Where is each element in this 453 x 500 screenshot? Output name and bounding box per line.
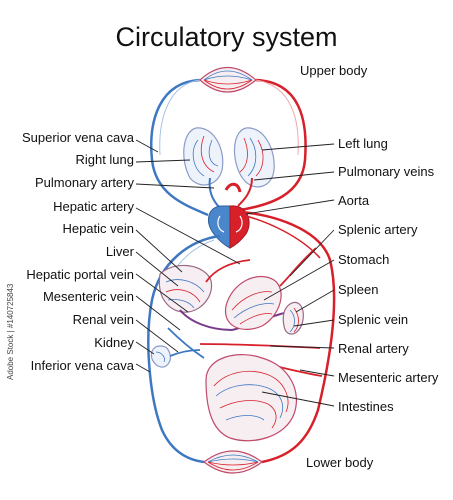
leader-intestines	[261, 391, 335, 407]
leader-splenic-artery	[289, 229, 335, 277]
label-aorta: Aorta	[338, 193, 370, 208]
label-upper-body: Upper body	[300, 63, 368, 78]
leader-mesenteric-vein	[135, 295, 181, 331]
aorta-upper	[239, 78, 307, 212]
label-right-lung: Right lung	[75, 152, 134, 167]
label-hepatic-artery: Hepatic artery	[53, 199, 134, 214]
label-hepatic-vein: Hepatic vein	[62, 221, 134, 236]
leader-mesenteric-artery	[299, 369, 335, 377]
label-superior-vena-cava: Superior vena cava	[21, 130, 134, 145]
lower-body-capillaries	[203, 450, 263, 474]
leader-inferior-vena-cava	[135, 363, 151, 373]
label-left-lung: Left lung	[338, 136, 388, 151]
leader-aorta	[245, 199, 335, 215]
leader-superior-vena-cava	[135, 139, 159, 153]
liver	[158, 264, 213, 313]
label-splenic-vein: Splenic vein	[338, 312, 409, 327]
leader-left-lung	[261, 143, 335, 151]
label-lower-body: Lower body	[306, 455, 374, 470]
leader-splenic-vein	[293, 319, 335, 327]
leader-right-lung	[135, 159, 191, 163]
right-lung	[183, 127, 224, 186]
stomach	[224, 275, 282, 330]
leader-spleen	[295, 289, 335, 313]
left-lung	[234, 127, 275, 188]
leader-pulmonary-veins	[253, 171, 335, 181]
spleen	[282, 301, 304, 335]
label-hepatic-portal-vein: Hepatic portal vein	[26, 267, 134, 282]
leader-lines-left	[135, 139, 241, 373]
leader-hepatic-portal-vein	[135, 273, 189, 313]
label-pulmonary-artery: Pulmonary artery	[35, 175, 134, 190]
heart	[207, 205, 250, 249]
leader-pulmonary-artery	[135, 183, 215, 189]
leader-kidney	[135, 341, 155, 355]
label-mesenteric-vein: Mesenteric vein	[42, 289, 134, 304]
kidney	[150, 345, 171, 368]
leader-renal-vein	[135, 319, 179, 353]
stock-id: Adobe Stock | #140725843	[6, 283, 15, 380]
leader-hepatic-vein	[135, 229, 183, 273]
label-intestines: Intestines	[338, 399, 394, 414]
label-mesenteric-artery: Mesenteric artery	[338, 370, 439, 385]
leader-lines-right	[245, 143, 335, 407]
intestines	[205, 354, 298, 442]
label-kidney: Kidney	[94, 335, 134, 350]
label-renal-artery: Renal artery	[338, 341, 409, 356]
upper-body-capillaries	[199, 67, 257, 93]
leader-liver	[135, 251, 179, 287]
label-spleen: Spleen	[338, 282, 379, 297]
label-stomach: Stomach	[338, 252, 390, 267]
splenic-artery	[279, 247, 317, 287]
page-title: Circulatory system	[115, 22, 338, 52]
label-pulmonary-veins: Pulmonary veins	[338, 164, 435, 179]
label-splenic-artery: Splenic artery	[338, 222, 418, 237]
superior-vena-cava	[150, 78, 209, 217]
leader-hepatic-artery	[135, 207, 241, 265]
label-inferior-vena-cava: Inferior vena cava	[30, 358, 134, 373]
label-liver: Liver	[105, 244, 134, 259]
label-renal-vein: Renal vein	[72, 312, 134, 327]
leader-stomach	[263, 259, 335, 301]
leader-renal-artery	[269, 345, 335, 349]
